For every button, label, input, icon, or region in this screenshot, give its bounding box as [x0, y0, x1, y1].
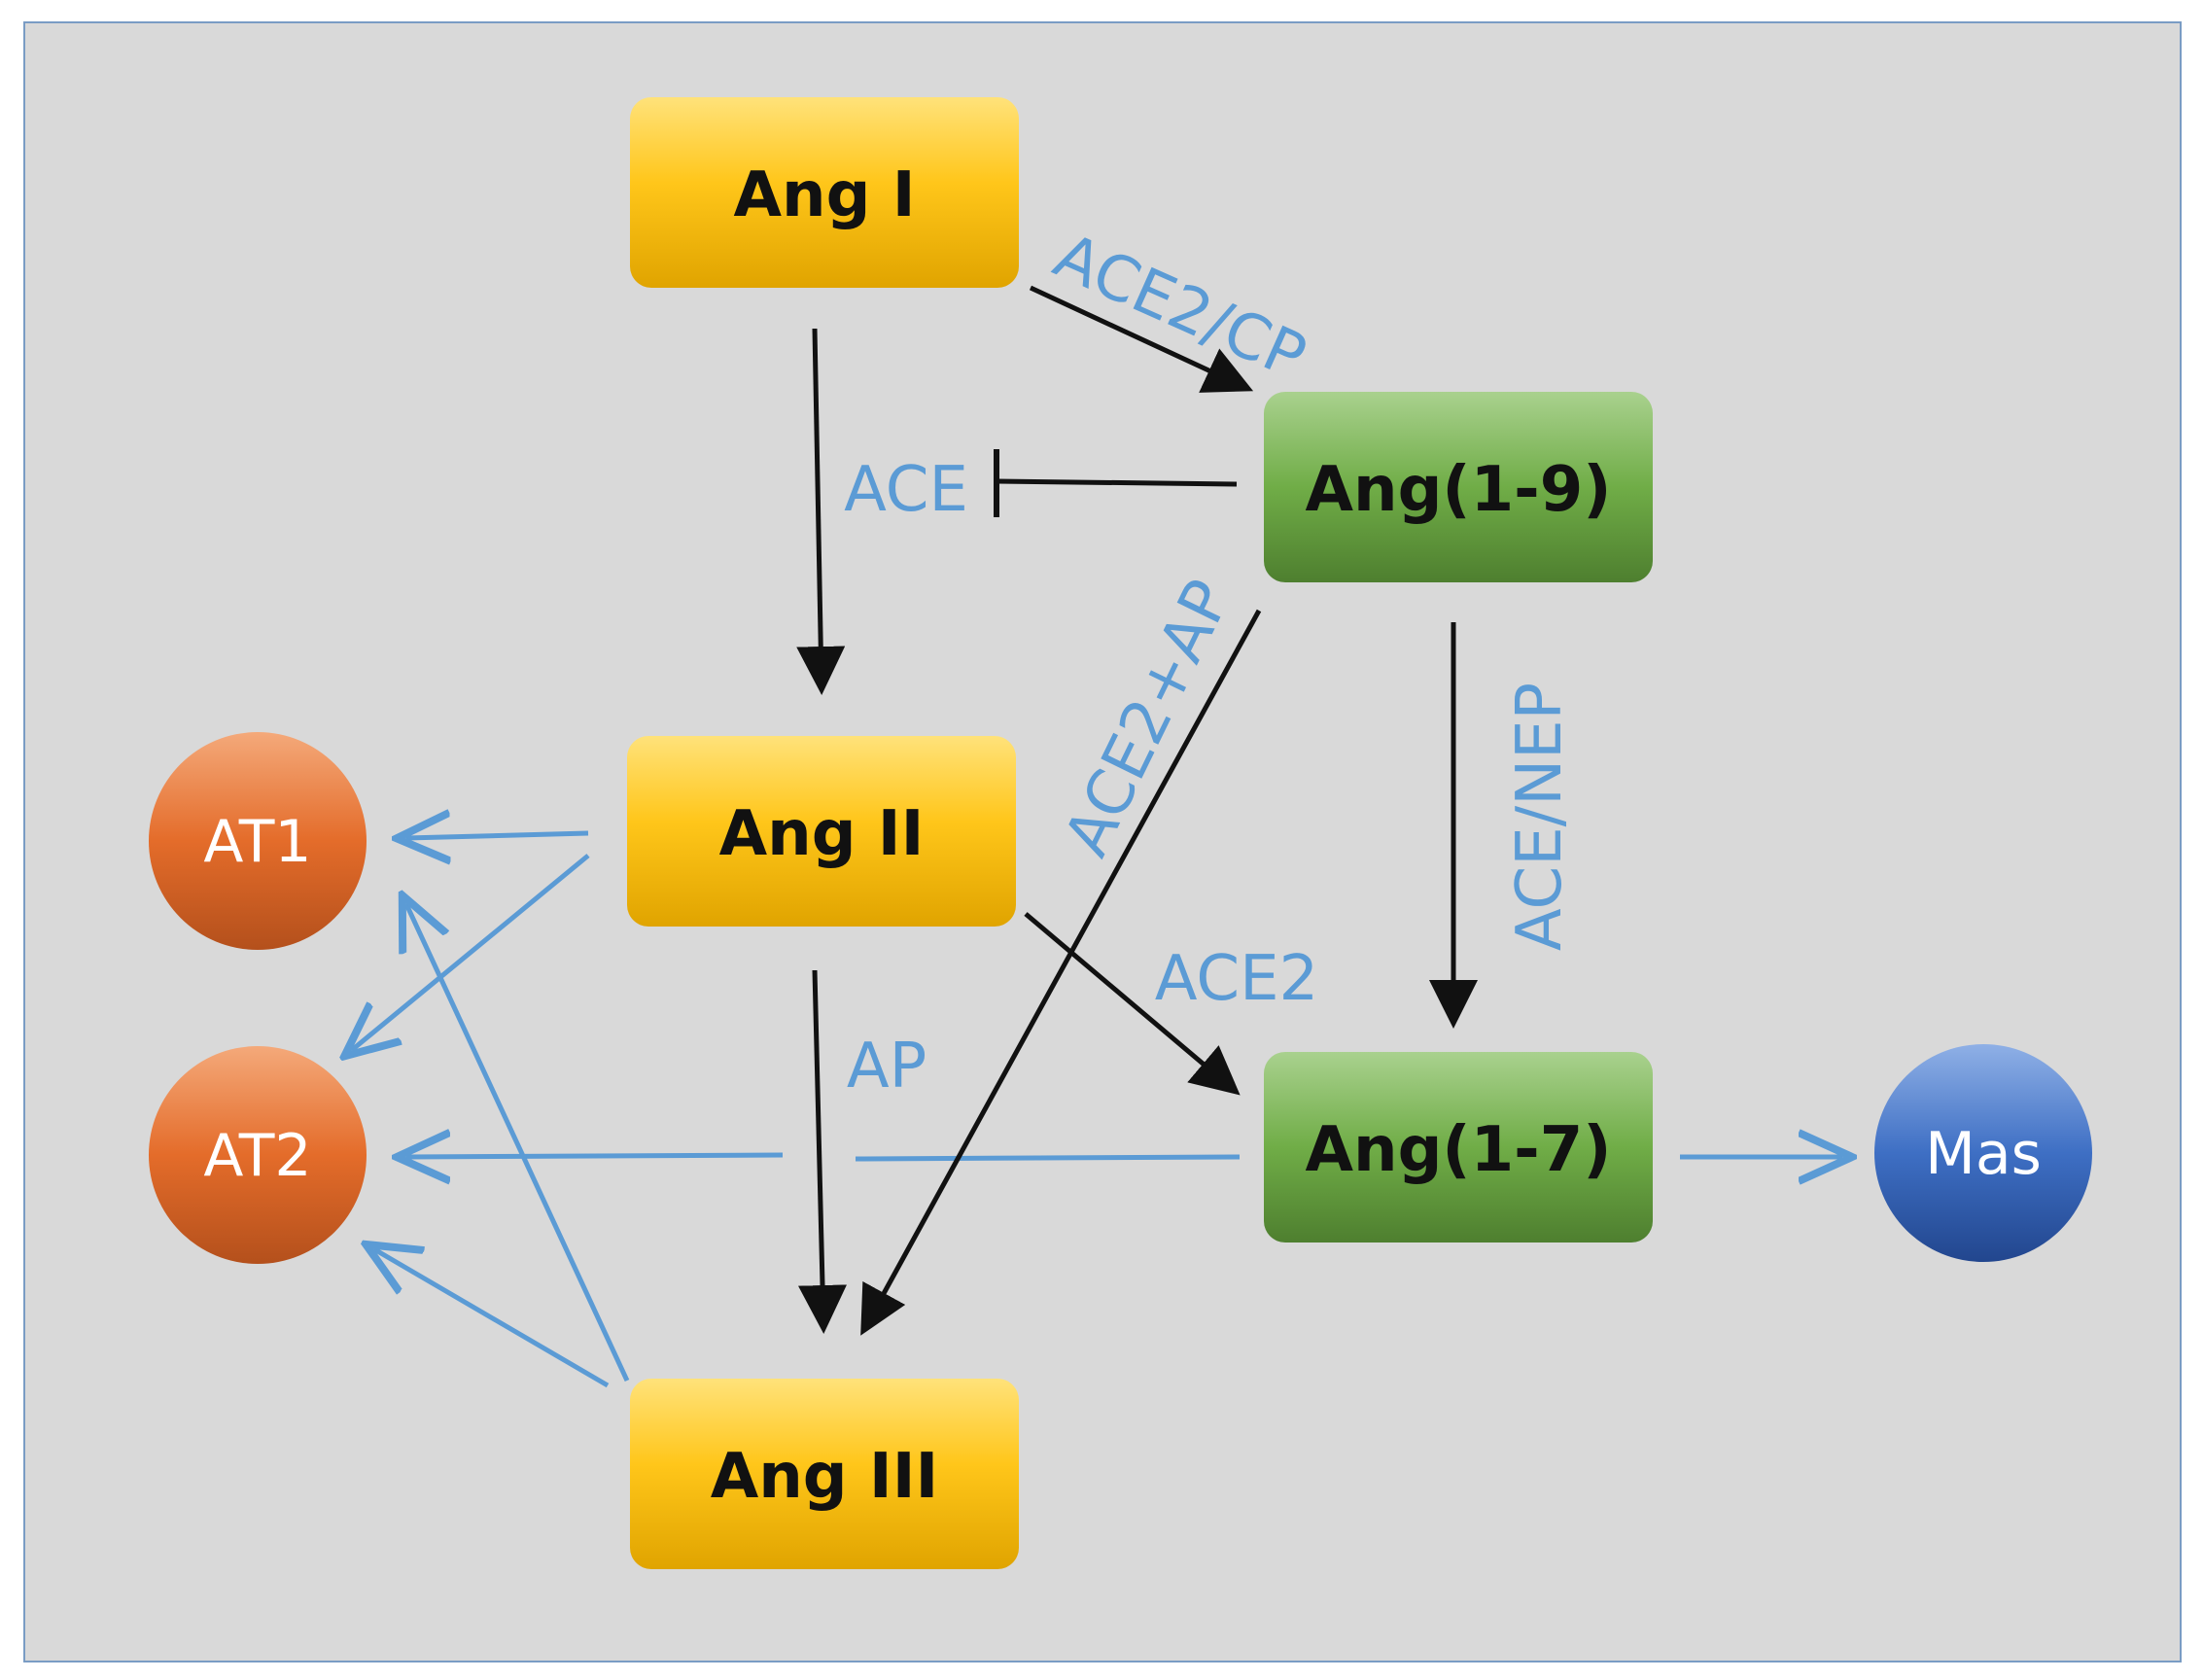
node-ang1-label: Ang I — [734, 159, 916, 231]
diagram-frame — [23, 21, 2182, 1662]
node-ang19: Ang(1-9) — [1264, 392, 1653, 582]
enzyme-ace2-cp: ACE2/CP — [1044, 220, 1316, 394]
enzyme-labels: ACE2/CP ACE ACE2+AP ACE/NEP ACE2 AP — [844, 220, 1576, 1102]
arrow-ang1-to-ang2 — [796, 328, 846, 695]
node-at2: AT2 — [149, 1046, 367, 1264]
enzyme-ace-nep: ACE/NEP — [1504, 682, 1576, 951]
receptor-arrows — [352, 833, 1842, 1388]
arrow-ang1-to-ang19 — [1029, 285, 1254, 393]
arrow-ang3-to-at1 — [406, 904, 630, 1382]
enzyme-ap: AP — [847, 1031, 927, 1102]
arrow-ang2-to-ang3 — [798, 969, 848, 1334]
inhibit-ang19-ace — [996, 478, 1238, 487]
enzyme-ace: ACE — [844, 454, 968, 526]
node-at1-label: AT1 — [203, 808, 311, 876]
arrow-ang3-to-at2 — [374, 1249, 610, 1388]
arrow-ang17-to-at2-segment — [855, 1154, 1241, 1162]
arrow-ang2-to-at2 — [352, 854, 590, 1050]
node-ang3: Ang III — [630, 1379, 1019, 1569]
node-ang19-label: Ang(1-9) — [1305, 454, 1611, 526]
arrow-ang2-to-ang17 — [1024, 912, 1241, 1096]
arrow-ang17-to-at2 — [406, 1155, 784, 1157]
node-at1: AT1 — [149, 732, 367, 950]
node-ang1: Ang I — [630, 97, 1019, 288]
enzyme-ace2-ap: ACE2+AP — [1051, 570, 1245, 867]
node-ang3-label: Ang III — [711, 1441, 939, 1513]
node-mas: Mas — [1874, 1044, 2092, 1262]
arrow-ang2-to-at1 — [406, 833, 589, 838]
node-ang17: Ang(1-7) — [1264, 1052, 1653, 1242]
arrow-ang19-to-ang3 — [860, 609, 1262, 1336]
node-at2-label: AT2 — [203, 1122, 311, 1190]
enzyme-ace2: ACE2 — [1155, 943, 1319, 1015]
node-mas-label: Mas — [1925, 1120, 2042, 1188]
node-ang2-label: Ang II — [719, 798, 925, 870]
conversion-arrows — [796, 285, 1478, 1336]
node-ang17-label: Ang(1-7) — [1305, 1114, 1611, 1186]
node-ang2: Ang II — [627, 736, 1016, 927]
